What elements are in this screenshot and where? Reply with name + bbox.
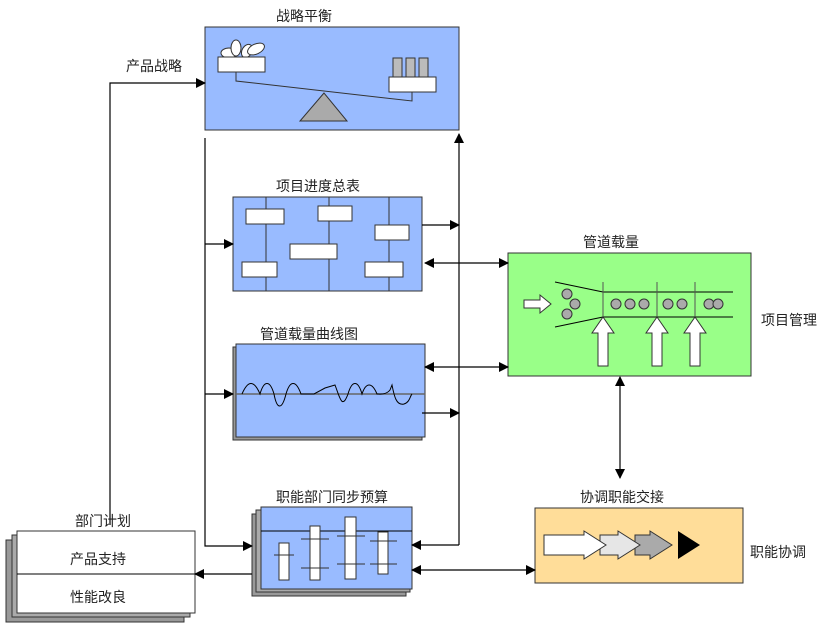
coordination-node[interactable] bbox=[534, 507, 744, 584]
input-arrow-icon bbox=[523, 293, 552, 315]
pipeline-curve-title: 管道载量曲线图 bbox=[260, 327, 358, 343]
pipeline-curve-node[interactable] bbox=[232, 343, 426, 441]
feed-arrows bbox=[591, 316, 707, 367]
project-management-label: 项目管理 bbox=[761, 313, 817, 329]
pipeline-load-node[interactable] bbox=[507, 252, 752, 377]
coordination-title: 协调职能交接 bbox=[580, 490, 664, 506]
dept-plan-node[interactable] bbox=[5, 530, 196, 623]
dept-plan-row-performance-improvement: 性能改良 bbox=[70, 590, 126, 606]
balance-scale-icon bbox=[217, 39, 437, 122]
project-schedule-title: 项目进度总表 bbox=[276, 179, 360, 195]
functional-coordination-label: 职能协调 bbox=[750, 545, 806, 561]
product-strategy-label: 产品战略 bbox=[126, 59, 182, 75]
project-schedule-node[interactable] bbox=[232, 196, 423, 292]
dept-plan-title: 部门计划 bbox=[75, 514, 131, 530]
dept-plan-row-product-support: 产品支持 bbox=[70, 552, 126, 568]
pipeline-load-title: 管道载量 bbox=[583, 235, 639, 251]
strategy-balance-node[interactable] bbox=[204, 26, 460, 131]
strategy-balance-title: 战略平衡 bbox=[276, 9, 332, 25]
load-curve bbox=[241, 383, 413, 407]
connectors bbox=[109, 78, 625, 579]
functional-budget-title: 职能部门同步预算 bbox=[276, 490, 388, 506]
functional-budget-node[interactable] bbox=[251, 506, 413, 597]
edge-product-strategy bbox=[109, 78, 206, 525]
